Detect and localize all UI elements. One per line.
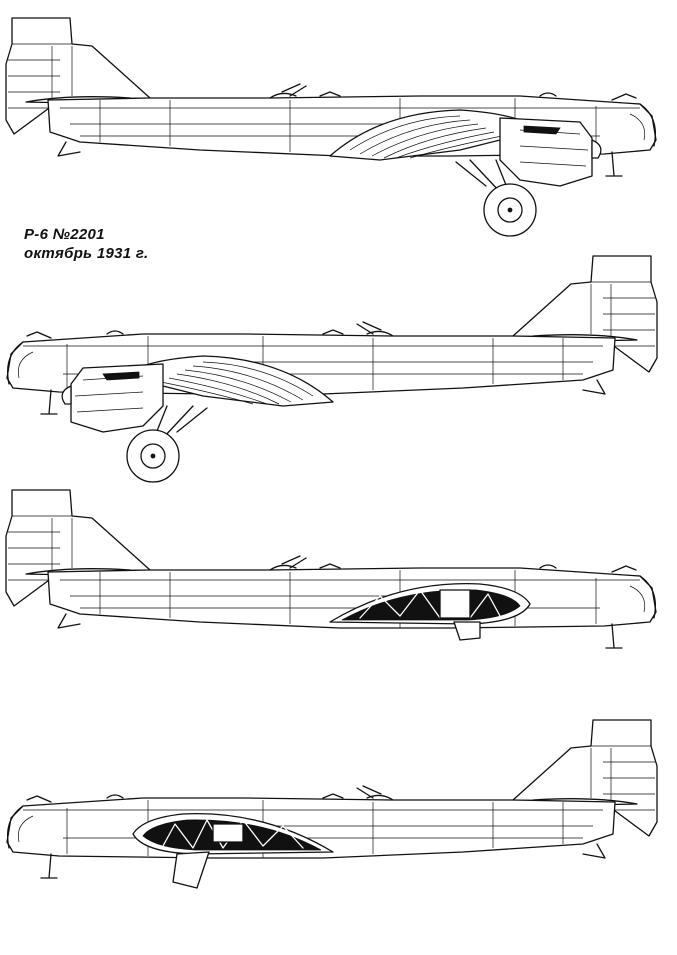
caption-title: Р-6 №2201 xyxy=(24,226,105,243)
right-side-view xyxy=(6,255,658,483)
right-side-section-view xyxy=(6,719,658,889)
left-side-view xyxy=(5,17,657,237)
caption-date: октябрь 1931 г. xyxy=(24,245,149,262)
left-side-section-view xyxy=(5,489,657,649)
